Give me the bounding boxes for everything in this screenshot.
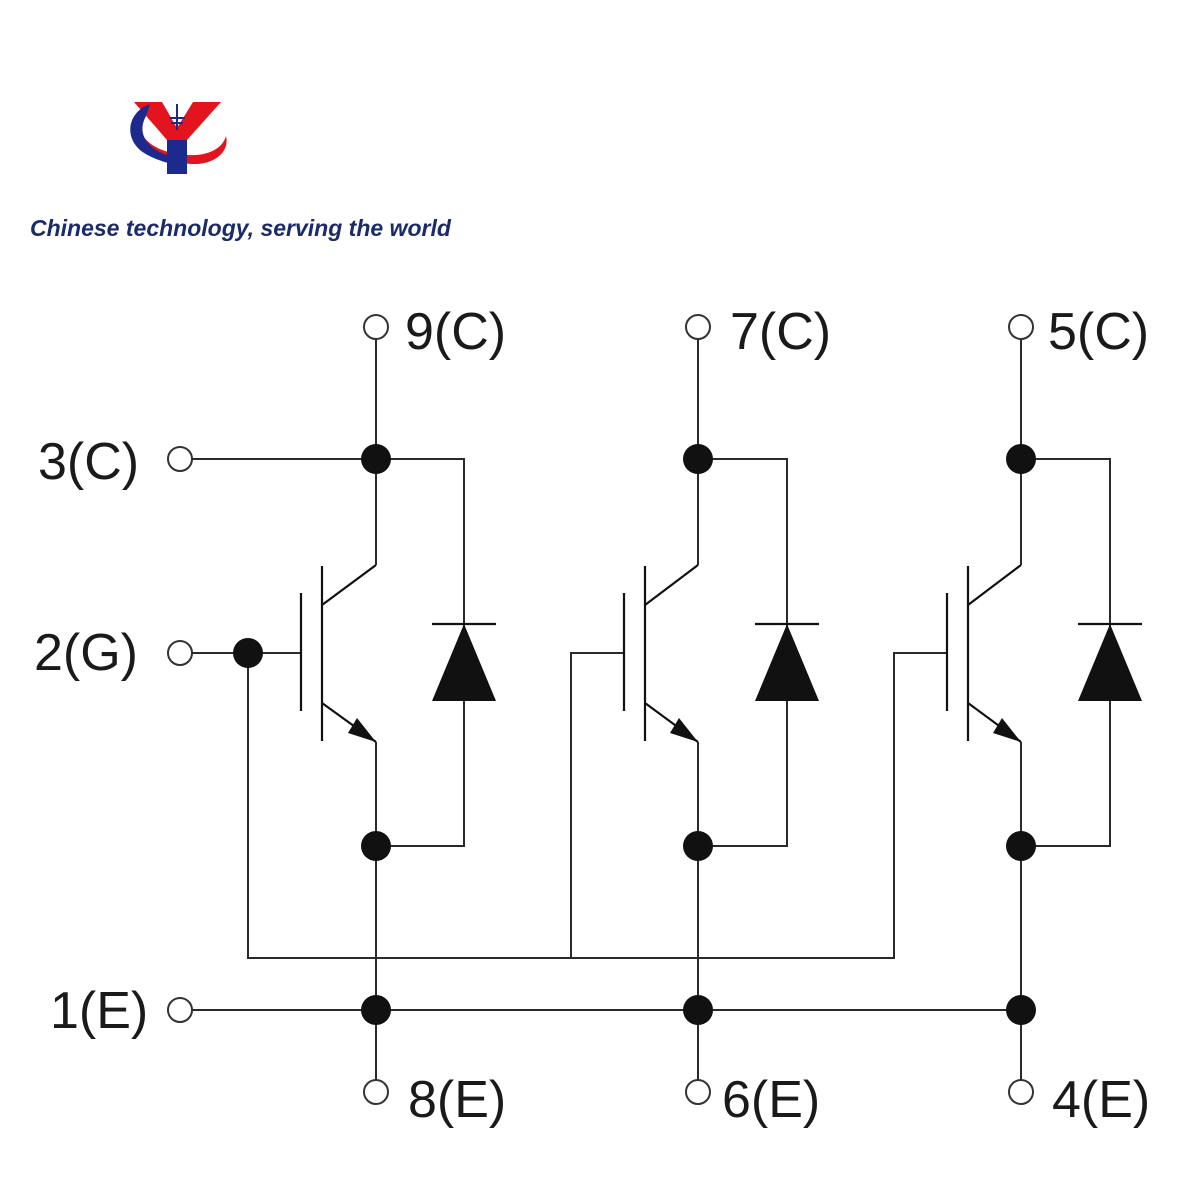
switch-cell-1 [233, 339, 496, 1080]
junction-dot-icon [1006, 831, 1036, 861]
diode-loop [1021, 458, 1111, 847]
junction-dot-icon [361, 831, 391, 861]
junction-dot-icon [1006, 995, 1036, 1025]
terminal-5: 5(C) [1008, 303, 1149, 361]
terminal-circle-icon [685, 1079, 711, 1105]
terminal-circle-icon [1008, 314, 1034, 340]
junction-dot-icon [683, 444, 713, 474]
freewheeling-diode-icon [755, 622, 819, 701]
freewheeling-diode-icon [432, 622, 496, 701]
pin-label-6: 6(E) [722, 1071, 820, 1129]
terminal-circle-icon [167, 640, 193, 666]
terminal-9: 9(C) [363, 303, 506, 361]
junction-dot-icon [233, 638, 263, 668]
junction-dot-icon [361, 995, 391, 1025]
terminal-4: 4(E) [1008, 1071, 1150, 1129]
junction-dot-icon [683, 995, 713, 1025]
brand-tagline: Chinese technology, serving the world [30, 215, 452, 241]
terminal-circle-icon [167, 446, 193, 472]
wire-gate-branch-2 [570, 652, 624, 958]
terminal-circle-icon [685, 314, 711, 340]
pin-label-4: 4(E) [1052, 1071, 1150, 1129]
terminal-circle-icon [1008, 1079, 1034, 1105]
igbt-icon [299, 564, 377, 743]
pin-label-9: 9(C) [405, 303, 506, 361]
switch-cell-3 [945, 339, 1142, 1080]
junction-dot-icon [361, 444, 391, 474]
terminal-1: 1(E) [50, 982, 193, 1040]
junction-dot-icon [1006, 444, 1036, 474]
diode-loop [698, 458, 788, 847]
pin-label-8: 8(E) [408, 1071, 506, 1129]
pin-label-2: 2(G) [34, 624, 138, 682]
terminal-7: 7(C) [685, 303, 831, 361]
wire-gate-bus [247, 652, 947, 959]
pin-label-5: 5(C) [1048, 303, 1149, 361]
wiring [192, 458, 1021, 1011]
igbt-icon [945, 564, 1022, 743]
pin-label-1: 1(E) [50, 982, 148, 1040]
junction-dot-icon [683, 831, 713, 861]
diode-loop [376, 458, 465, 847]
pin-label-7: 7(C) [730, 303, 831, 361]
terminal-3: 3(C) [38, 433, 193, 491]
terminal-8: 8(E) [363, 1071, 506, 1129]
terminal-2: 2(G) [34, 624, 193, 682]
terminal-6: 6(E) [685, 1071, 820, 1129]
terminal-circle-icon [167, 997, 193, 1023]
terminal-circle-icon [363, 314, 389, 340]
terminal-circle-icon [363, 1079, 389, 1105]
switch-cell-2 [622, 339, 819, 1080]
pin-label-3: 3(C) [38, 433, 139, 491]
yongyu-logo-icon [130, 102, 227, 174]
igbt-icon [622, 564, 699, 743]
freewheeling-diode-icon [1078, 622, 1142, 701]
